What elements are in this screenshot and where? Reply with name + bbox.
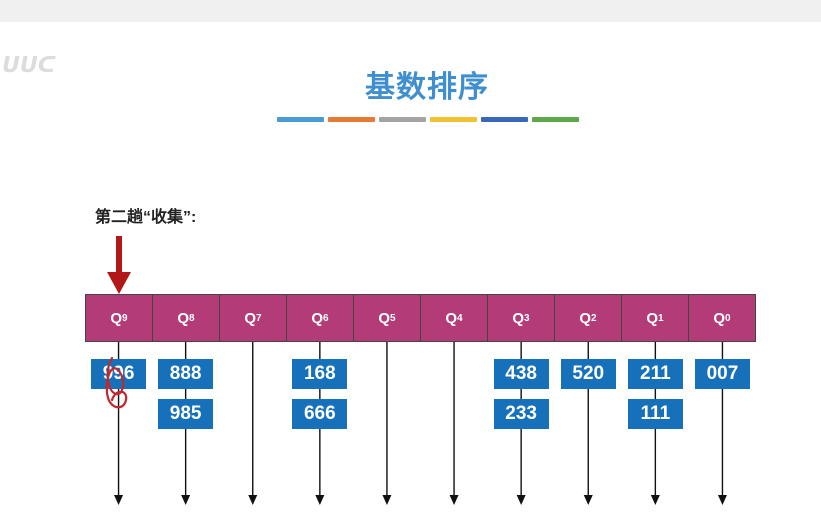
queue-subscript: 3 (524, 312, 530, 324)
color-swatch-1 (328, 117, 375, 122)
queue-label: Q (244, 309, 257, 327)
queue-subscript: 7 (256, 312, 262, 324)
queue-subscript: 2 (591, 312, 597, 324)
color-swatch-2 (379, 117, 426, 122)
queue-node-q8-1: 985 (158, 399, 214, 429)
queue-node-q8-0: 888 (158, 359, 214, 389)
queue-label: Q (177, 309, 190, 327)
queue-subscript: 5 (390, 312, 396, 324)
color-swatch-3 (430, 117, 477, 122)
page-title: 基数排序 (365, 71, 489, 104)
chain-arrowhead-q8 (181, 495, 191, 505)
color-swatch-4 (481, 117, 528, 122)
chain-arrowhead-q5 (382, 495, 392, 505)
queue-subscript: 9 (122, 312, 128, 324)
chain-arrowhead-q4 (449, 495, 459, 505)
queue-subscript: 6 (323, 312, 329, 324)
queue-node-q6-1: 666 (292, 399, 348, 429)
chain-arrowhead-q9 (114, 495, 124, 505)
watermark-logo: ᑌᑌᑕ (2, 52, 56, 77)
queue-label: Q (579, 309, 592, 327)
pass-subtitle: 第二趟“收集”: (95, 209, 197, 226)
color-swatch-bar (277, 117, 579, 122)
queue-node-q3-1: 233 (493, 399, 549, 429)
queue-node-q0-0: 007 (694, 359, 750, 389)
queue-label: Q (445, 309, 458, 327)
queue-node-q9-0: 996 (91, 359, 147, 389)
queue-node-q6-0: 168 (292, 359, 348, 389)
queue-label: Q (311, 309, 324, 327)
queue-node-q2-0: 520 (560, 359, 616, 389)
queue-subscript: 0 (725, 312, 731, 324)
queue-node-q3-0: 438 (493, 359, 549, 389)
queue-subscript: 1 (658, 312, 664, 324)
chain-arrowhead-q7 (248, 495, 258, 505)
slide-background (0, 22, 821, 532)
top-band (0, 0, 821, 22)
queue-label: Q (378, 309, 391, 327)
queue-subscript: 4 (457, 312, 463, 324)
chain-arrowhead-q0 (717, 495, 727, 505)
chain-arrowhead-q1 (650, 495, 660, 505)
queue-label: Q (110, 309, 123, 327)
red-down-arrow-icon (107, 236, 131, 294)
queue-label: Q (646, 309, 659, 327)
queue-node-q1-1: 111 (627, 399, 683, 429)
queue-node-q1-0: 211 (627, 359, 683, 389)
chain-arrowhead-q3 (516, 495, 526, 505)
color-swatch-5 (532, 117, 579, 122)
queue-subscript: 8 (189, 312, 195, 324)
color-swatch-0 (277, 117, 324, 122)
queue-label: Q (512, 309, 525, 327)
queue-label: Q (713, 309, 726, 327)
chain-arrowhead-q6 (315, 495, 325, 505)
chain-arrowhead-q2 (583, 495, 593, 505)
